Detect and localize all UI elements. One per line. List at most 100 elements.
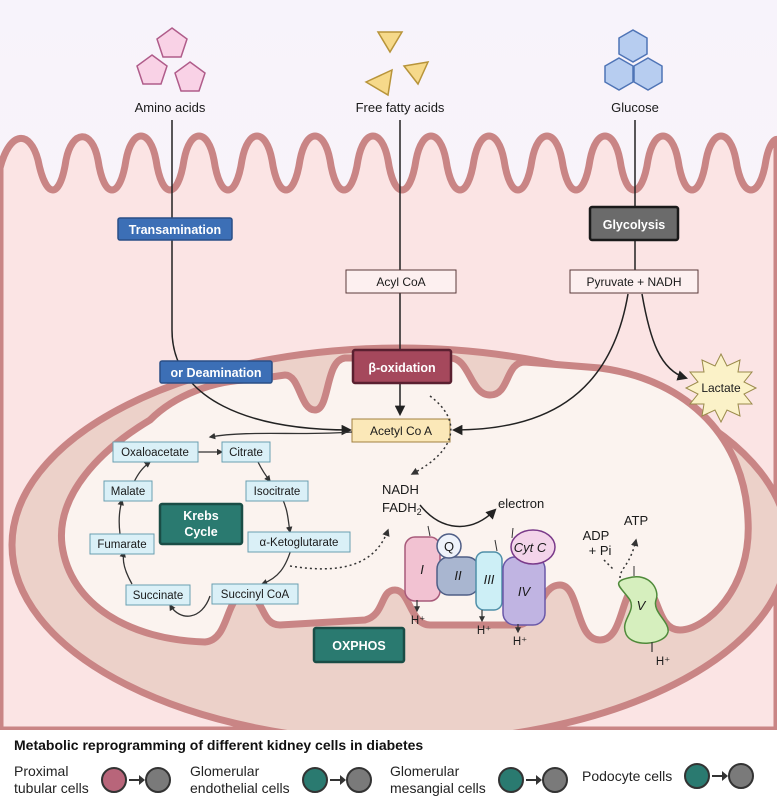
- krebs-malate-label: Malate: [111, 486, 146, 498]
- legend-arrow-icon: [712, 771, 729, 781]
- pi-label: + Pi: [589, 543, 612, 558]
- figure-caption: Metabolic reprogramming of different kid…: [14, 737, 424, 753]
- adp-label: ADP: [583, 528, 610, 543]
- krebs-isocitrate-box: Isocitrate: [245, 480, 309, 502]
- legend-glomerular-endothelial: Glomerular endothelial cells: [190, 763, 372, 797]
- complex-3: III: [475, 539, 503, 611]
- legend-proximal-tubular-to-dot: [144, 767, 171, 793]
- proton-label-5: H⁺: [656, 656, 670, 668]
- oxphos-label-box: OXPHOS: [312, 626, 406, 664]
- deamination-label: or Deamination: [171, 366, 262, 380]
- krebs-to-nadh-dotted: [289, 528, 390, 570]
- fadh2-text: FADH: [382, 500, 417, 515]
- complex-2: II: [436, 556, 480, 596]
- transamination-label: Transamination: [129, 223, 221, 237]
- legend-glomerular-endothelial-line2: endothelial cells: [190, 780, 290, 796]
- legend-glomerular-mesangial-line2: mesangial cells: [390, 780, 486, 796]
- legend-glomerular-mesangial: Glomerular mesangial cells: [390, 763, 568, 797]
- glycolysis-label: Glycolysis: [603, 218, 666, 232]
- atp-synthase-complex-5: V: [617, 566, 669, 644]
- complex-1: I: [404, 525, 441, 602]
- krebs-fumarate-label: Fumarate: [97, 539, 146, 551]
- legend-glomerular-endothelial-from-dot: [301, 767, 328, 793]
- complex-3-label: III: [484, 572, 495, 587]
- electron-arrow: [419, 504, 497, 527]
- nadh-label: NADH: [382, 482, 419, 497]
- acyl-coa-box: Acyl CoA: [345, 269, 457, 294]
- pyruvate-to-lactate-arrow: [641, 293, 689, 381]
- legend-podocyte-line1: Podocyte cells: [582, 767, 673, 784]
- krebs-citrate-box: Citrate: [221, 441, 271, 463]
- complex-1-label: I: [420, 562, 424, 577]
- legend-proximal-tubular-text: Proximal tubular cells: [14, 763, 89, 797]
- krebs-citrate-label: Citrate: [229, 447, 263, 459]
- krebs-oxaloacetate-box: Oxaloacetate: [112, 441, 199, 463]
- metabolism-diagram: Amino acids Free fatty acids Glucose Tra…: [0, 0, 777, 746]
- acyl-coa-label: Acyl CoA: [376, 275, 425, 289]
- legend-proximal-tubular-line1: Proximal: [14, 763, 69, 779]
- krebs-succinate-box: Succinate: [125, 584, 191, 606]
- mitochondrion-inner-membrane: [57, 354, 752, 646]
- legend-arrow-icon: [329, 775, 346, 785]
- legend-arrow-icon: [525, 775, 542, 785]
- pyruvate-to-acetyl-arrow: [451, 293, 629, 436]
- beta-oxidation-to-nadh-dotted: [410, 395, 452, 475]
- legend-glomerular-endothelial-text: Glomerular endothelial cells: [190, 763, 290, 797]
- fadh2-label: FADH2: [382, 500, 422, 517]
- krebs-fumarate-box: Fumarate: [89, 533, 155, 555]
- complex-4-label: IV: [518, 584, 532, 599]
- krebs-cycle-label-line1: Krebs: [183, 509, 218, 523]
- legend-podocyte-to-dot: [728, 763, 755, 789]
- deamination-label-box: or Deamination: [159, 360, 273, 384]
- legend-glomerular-endothelial-to-dot: [345, 767, 372, 793]
- proton-label-4: H⁺: [513, 636, 527, 648]
- lactate-label: Lactate: [701, 381, 741, 395]
- pyruvate-nadh-box: Pyruvate + NADH: [569, 269, 699, 294]
- fadh2-subscript: 2: [417, 507, 422, 517]
- legend-glomerular-mesangial-to-dot: [541, 767, 568, 793]
- legend-podocyte: Podocyte cells: [582, 763, 755, 789]
- complex-2-label: II: [454, 568, 462, 583]
- ubiquinone-q: Q: [436, 533, 462, 559]
- electron-label: electron: [498, 496, 544, 511]
- fatty-acids-label: Free fatty acids: [356, 100, 445, 115]
- legend-proximal-tubular-from-dot: [100, 767, 127, 793]
- krebs-cycle-label-box: Krebs Cycle: [158, 502, 244, 546]
- beta-oxidation-label: β-oxidation: [368, 361, 435, 375]
- atp-synthase-to-atp-dotted: [619, 538, 639, 579]
- glycolysis-label-box: Glycolysis: [588, 205, 680, 242]
- lactate-burst: Lactate: [684, 352, 758, 424]
- krebs-alpha-ketoglutarate-box: α-Ketoglutarate: [247, 531, 351, 553]
- krebs-succinyl-coa-label: Succinyl CoA: [221, 589, 290, 601]
- glucose-icon: [604, 29, 663, 91]
- legend-proximal-tubular-line2: tubular cells: [14, 780, 89, 796]
- krebs-malate-box: Malate: [103, 480, 153, 502]
- ubiquinone-q-label: Q: [444, 539, 454, 554]
- legend-proximal-tubular: Proximal tubular cells: [14, 763, 171, 797]
- beta-oxidation-label-box: β-oxidation: [351, 348, 453, 385]
- acetyl-coa-box: Acetyl Co A: [351, 418, 451, 443]
- legend-glomerular-endothelial-line1: Glomerular: [190, 763, 260, 779]
- krebs-isocitrate-label: Isocitrate: [254, 486, 301, 498]
- proton-label-1: H⁺: [411, 615, 425, 627]
- cytochrome-c-label: Cyt C: [514, 540, 547, 555]
- legend-glomerular-mesangial-text: Glomerular mesangial cells: [390, 763, 486, 797]
- legend-podocyte-from-dot: [684, 763, 711, 789]
- glucose-label: Glucose: [611, 100, 659, 115]
- transamination-label-box: Transamination: [117, 217, 233, 241]
- acetyl-coa-label: Acetyl Co A: [370, 424, 432, 438]
- complex-5-label: V: [637, 598, 647, 613]
- proton-label-3: H⁺: [477, 625, 491, 637]
- fatty-acids-icon: [364, 31, 430, 97]
- cytochrome-c: Cyt C: [510, 527, 556, 565]
- atp-label: ATP: [624, 513, 648, 528]
- amino-acids-icon: [136, 27, 206, 92]
- krebs-succinyl-coa-box: Succinyl CoA: [211, 583, 299, 605]
- krebs-succinate-label: Succinate: [133, 590, 184, 602]
- legend-glomerular-mesangial-line1: Glomerular: [390, 763, 460, 779]
- krebs-oxaloacetate-label: Oxaloacetate: [121, 447, 189, 459]
- pyruvate-nadh-label: Pyruvate + NADH: [586, 275, 681, 289]
- legend-podocyte-text: Podocyte cells: [582, 768, 672, 785]
- oxphos-label: OXPHOS: [332, 639, 386, 653]
